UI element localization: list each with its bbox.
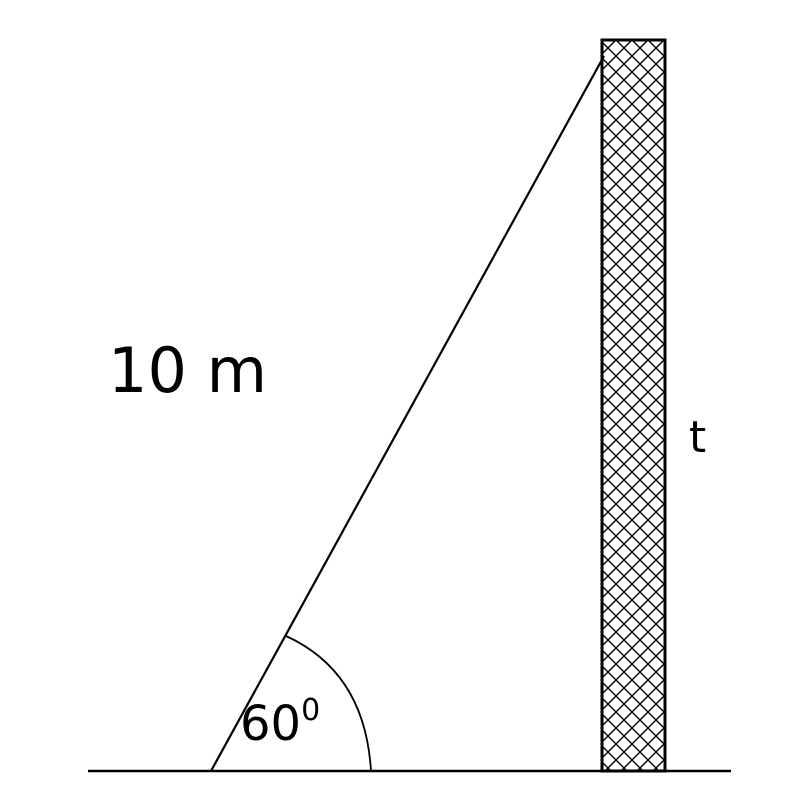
angle-unit: 0 <box>301 693 321 728</box>
angle-arc <box>285 635 372 772</box>
pole <box>600 38 667 773</box>
hypotenuse-length-label: 10 m <box>108 334 267 407</box>
hypotenuse-line <box>210 55 605 772</box>
angle-label: 600 <box>240 696 320 749</box>
angle-value: 60 <box>240 696 302 752</box>
pole-height-label: t <box>689 412 707 463</box>
